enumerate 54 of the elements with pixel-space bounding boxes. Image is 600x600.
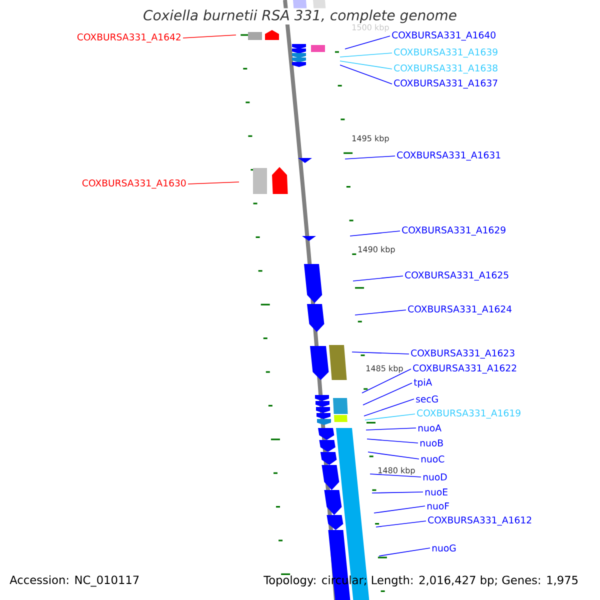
leader-line xyxy=(188,182,240,184)
leader-line xyxy=(344,36,390,50)
gene-label: COXBURSA331_A1623 xyxy=(411,349,514,359)
gene-label: COXBURSA331_A1639 xyxy=(394,48,498,58)
gene-label: COXBURSA331_A1624 xyxy=(408,305,512,315)
leader-line xyxy=(366,428,416,430)
leader-line xyxy=(344,156,396,160)
leader-line xyxy=(364,414,416,420)
gene-label: COXBURSA331_A1642 xyxy=(77,33,180,43)
gene-label: COXBURSA331_A1638 xyxy=(394,64,498,74)
leader-line xyxy=(378,548,430,556)
footer-text: Accession: NC_010117 xyxy=(10,575,139,587)
gene-label: COXBURSA331_A1629 xyxy=(402,226,506,236)
footer-text: Topology: circular; Length: 2,016,427 bp; Genes: 1,975 xyxy=(264,576,578,586)
gene-label: nuoD xyxy=(423,474,447,480)
scale-label: 1490 kbp xyxy=(358,246,395,254)
gene-label: tpiA xyxy=(414,378,432,388)
leader-line xyxy=(366,438,418,444)
title: Coxiella burnetii RSA 331, complete genome xyxy=(142,8,458,24)
gene-label: COXBURSA331_A1619 xyxy=(417,409,520,419)
gene-label: COXBURSA331_A1622 xyxy=(413,364,516,374)
leader-line xyxy=(374,506,426,514)
scale-label: 1495 kbp xyxy=(352,135,389,143)
gene-label: COXBURSA331_A1625 xyxy=(405,271,508,281)
scale-label: 1485 kbp xyxy=(366,365,403,373)
leader-line xyxy=(352,352,410,354)
leader-line xyxy=(364,398,414,416)
leader-line xyxy=(362,368,412,394)
leader-line xyxy=(340,52,392,58)
gene-label: COXBURSA331_A1637 xyxy=(394,79,498,89)
gene-label: nuoG xyxy=(432,544,456,552)
leader-line xyxy=(376,520,426,528)
leader-line xyxy=(182,34,236,38)
leader-line xyxy=(368,452,420,460)
gene-label: nuoC xyxy=(421,455,444,463)
gene-label: COXBURSA331_A1640 xyxy=(392,31,496,41)
scale-label: 1480 kbp xyxy=(378,467,415,475)
gene-label: COXBURSA331_A1612 xyxy=(428,516,532,526)
gene-label: nuoB xyxy=(420,440,443,446)
leader-line xyxy=(340,64,392,84)
leader-line xyxy=(354,310,406,316)
gene-label: nuoE xyxy=(425,488,448,496)
gene-label: nuoF xyxy=(427,502,449,510)
gene-label: COXBURSA331_A1630 xyxy=(82,179,186,189)
gene-label: secG xyxy=(416,395,438,403)
gene-label: nuoA xyxy=(418,424,442,432)
scale-label: 1500 kbp xyxy=(352,24,389,32)
leader-line xyxy=(372,492,424,494)
gene-label: COXBURSA331_A1631 xyxy=(397,151,500,161)
leader-line xyxy=(340,60,392,70)
leader-line xyxy=(370,474,422,478)
leader-line xyxy=(350,230,400,236)
leader-line xyxy=(362,382,412,406)
leader-line xyxy=(352,276,404,282)
